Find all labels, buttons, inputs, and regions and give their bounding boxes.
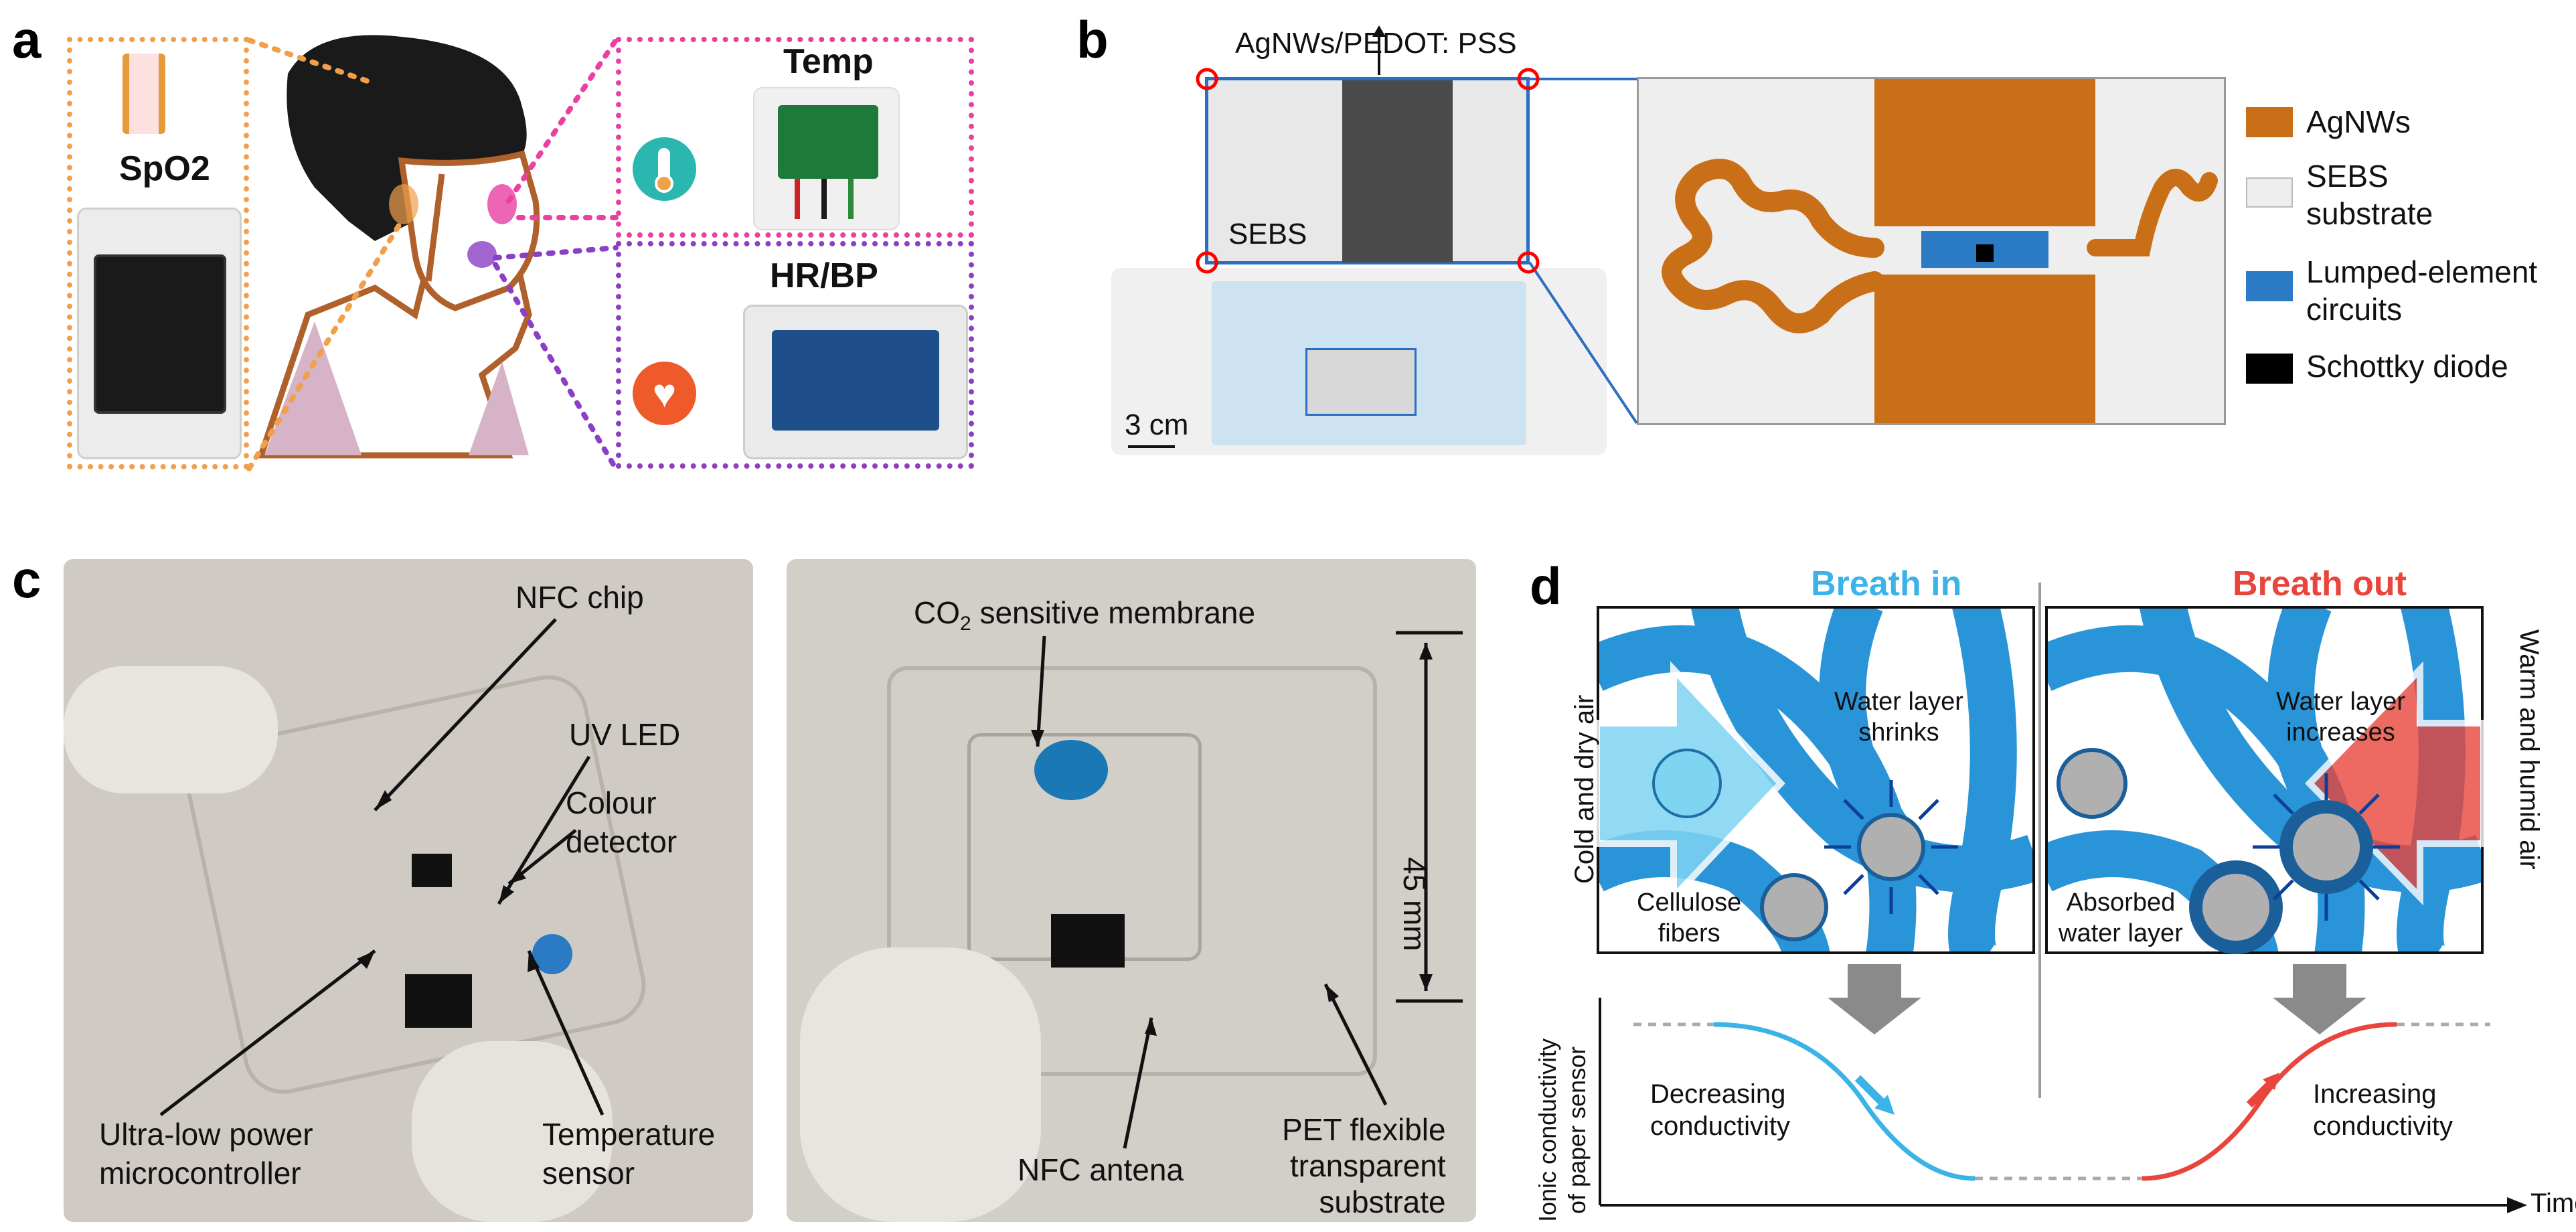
- x-axis-label: Time: [2530, 1188, 2576, 1218]
- legend-swatch-agnws: [2246, 107, 2293, 137]
- water-shrinks-label: Water layer shrinks: [1834, 688, 1963, 747]
- shoulder-shade-left: [264, 321, 361, 455]
- spo2-sensor-board: [94, 254, 226, 414]
- temp-sensor-spot: [487, 184, 517, 224]
- water-increases-label: Water layer increases: [2276, 688, 2405, 747]
- ink-label: AgNWs/PEDOT: PSS: [1235, 27, 1517, 60]
- breath-out-label: Breath out: [2233, 564, 2407, 603]
- sebs-label: SEBS: [1228, 218, 1307, 250]
- hrbp-label: HR/BP: [770, 256, 878, 295]
- decreasing-label: Decreasing conductivity: [1650, 1079, 1790, 1141]
- legend-swatch-diode: [2246, 354, 2293, 384]
- co2-membrane-label: CO2 sensitive membrane: [914, 595, 1256, 635]
- temp-sensor-photo: [753, 87, 900, 230]
- agnw-patch-top: [1874, 79, 2095, 226]
- legend-label-agnws: AgNWs: [2306, 104, 2411, 139]
- mcu-label: Ultra-low power microcontroller: [99, 1117, 313, 1190]
- shoulder-shade-right: [469, 362, 529, 455]
- legend-label-diode: Schottky diode: [2306, 349, 2508, 384]
- hrbp-sensor-photo: [743, 305, 968, 459]
- panel-a-label: a: [12, 10, 42, 69]
- breath-in-label: Breath in: [1811, 564, 1962, 603]
- scale-label: 3 cm: [1125, 408, 1189, 441]
- heart-icon: ♥: [633, 362, 696, 425]
- spo2-label: SpO2: [119, 149, 210, 188]
- pet-substrate-label: PET flexible transparent substrate: [1282, 1112, 1446, 1219]
- blood-vessel-icon: [123, 54, 165, 134]
- face-mask-photo: [1111, 268, 1607, 455]
- legend-label-sebs: SEBS substrate: [2306, 159, 2433, 231]
- scale-bar: [1128, 445, 1175, 448]
- warm-air-label: Warm and humid air: [2514, 629, 2544, 870]
- legend-swatch-circuits: [2246, 271, 2293, 301]
- circuit-block: [1921, 231, 2048, 268]
- thermometer-icon: [633, 137, 696, 201]
- colour-detector-label: Colour detector: [566, 785, 677, 859]
- nfc-antenna-label: NFC antena: [1018, 1152, 1184, 1187]
- agnw-patch-bottom: [1874, 275, 2095, 423]
- cold-air-label: Cold and dry air: [1570, 694, 1599, 884]
- antenna-zoom-photo: [1205, 77, 1530, 264]
- temp-box: [616, 37, 974, 238]
- hair: [287, 35, 527, 242]
- panel-b-label: b: [1076, 10, 1109, 69]
- person-body: [256, 210, 532, 459]
- panel-c-label: c: [12, 550, 42, 609]
- dimension-label: 45 mm: [1397, 857, 1432, 951]
- temp-sensor-label: Temperature sensor: [542, 1117, 716, 1190]
- legend-label-circuits: Lumped-element circuits: [2306, 254, 2538, 327]
- increasing-label: Increasing conductivity: [2313, 1079, 2453, 1141]
- uv-led-label: UV LED: [569, 717, 681, 752]
- cellulose-label: Cellulose fibers: [1637, 889, 1742, 947]
- face-mask: [398, 150, 540, 311]
- spo2-sensor-spot: [389, 184, 418, 224]
- temp-label: Temp: [783, 42, 874, 81]
- hrbp-box: [616, 241, 974, 469]
- hrbp-sensor-spot: [467, 241, 497, 268]
- legend-swatch-sebs: [2246, 177, 2293, 208]
- absorbed-label: Absorbed water layer: [2059, 889, 2183, 947]
- nfc-chip-label: NFC chip: [515, 580, 644, 615]
- y-axis-label: Ionic conductivity of paper sensor: [1534, 1038, 1591, 1222]
- panel-d-label: d: [1530, 556, 1562, 615]
